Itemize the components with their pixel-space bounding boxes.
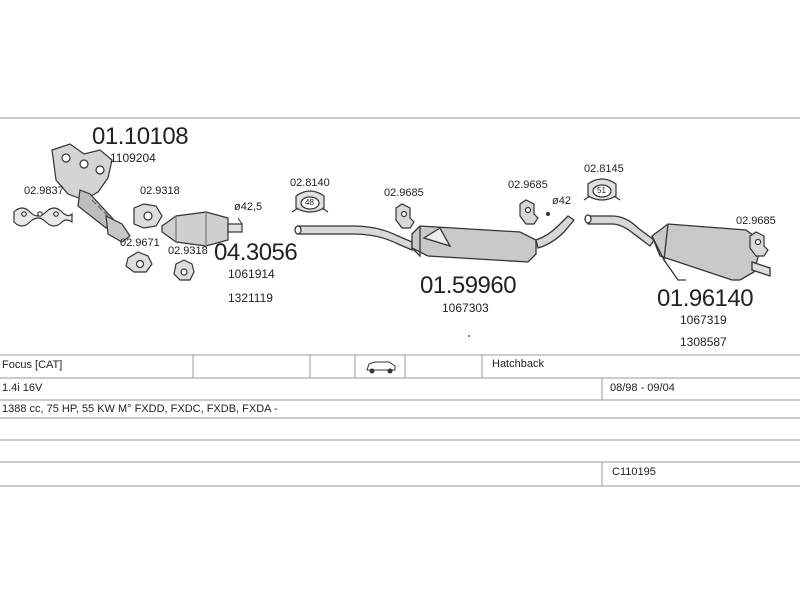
hanger-5-part bbox=[749, 231, 769, 257]
clamp-a-number: 02.9318 bbox=[140, 185, 180, 197]
engine-spec: 1388 cc, 75 HP, 55 KW M° FXDD, FXDC, FXD… bbox=[2, 403, 278, 415]
middle-silencer-oe-ref: 1067303 bbox=[442, 301, 489, 315]
rear-pipe bbox=[584, 214, 655, 247]
rear-silencer bbox=[651, 223, 771, 281]
frame-lines bbox=[0, 117, 800, 487]
manifold-gasket bbox=[13, 207, 73, 227]
rear-silencer-oe-ref-2: 1308587 bbox=[680, 335, 727, 349]
production-years: 08/98 - 09/04 bbox=[610, 382, 675, 394]
body-type: Hatchback bbox=[492, 358, 544, 370]
cat-oe-ref-1: 1061914 bbox=[228, 267, 275, 281]
vehicle-model: Focus [CAT] bbox=[2, 359, 63, 371]
middle-pipe bbox=[294, 225, 413, 251]
clamp-b-part bbox=[125, 251, 153, 273]
manifold-part-number: 01.10108 bbox=[92, 123, 189, 150]
table-marker bbox=[468, 335, 470, 337]
hanger-1-part bbox=[291, 190, 329, 213]
gasket-left-number: 02.9837 bbox=[24, 185, 64, 197]
hanger-4-part bbox=[583, 178, 621, 201]
middle-silencer bbox=[411, 215, 575, 263]
ring-2-size: 51 bbox=[597, 186, 606, 195]
hanger-3-number: 02.9685 bbox=[508, 179, 548, 191]
hanger-3-part bbox=[519, 199, 539, 225]
hanger-2-number: 02.9685 bbox=[384, 187, 424, 199]
exhaust-manifold bbox=[51, 143, 131, 243]
diameter-arrow-1 bbox=[237, 217, 243, 225]
catalytic-converter bbox=[161, 211, 243, 247]
diameter-label-1: ø42,5 bbox=[234, 201, 263, 213]
clamp-c-number: 02.9318 bbox=[168, 245, 208, 257]
cat-oe-ref-2: 1321119 bbox=[228, 291, 273, 305]
clamp-b-number: 02.9671 bbox=[120, 237, 160, 249]
hanger-2-part bbox=[395, 203, 415, 229]
rear-silencer-oe-ref-1: 1067319 bbox=[680, 313, 727, 327]
hatchback-car-icon bbox=[366, 361, 396, 374]
diameter-arrow-2 bbox=[546, 212, 550, 216]
engine-name: 1.4i 16V bbox=[2, 382, 43, 394]
ring-1-size: 48 bbox=[305, 198, 314, 207]
clamp-c-part bbox=[173, 259, 195, 281]
hanger-4-number: 02.8145 bbox=[584, 163, 624, 175]
hanger-1-number: 02.8140 bbox=[290, 177, 330, 189]
middle-silencer-number: 01.59960 bbox=[420, 272, 517, 299]
cat-part-number: 04.3056 bbox=[214, 239, 298, 266]
rear-silencer-number: 01.96140 bbox=[657, 285, 754, 312]
diameter-label-2: ø42 bbox=[552, 195, 571, 207]
manifold-oe-ref: 1109204 bbox=[110, 151, 156, 165]
catalog-code: C110195 bbox=[612, 466, 656, 478]
hanger-5-number: 02.9685 bbox=[736, 215, 776, 227]
clamp-a-part bbox=[133, 203, 163, 229]
